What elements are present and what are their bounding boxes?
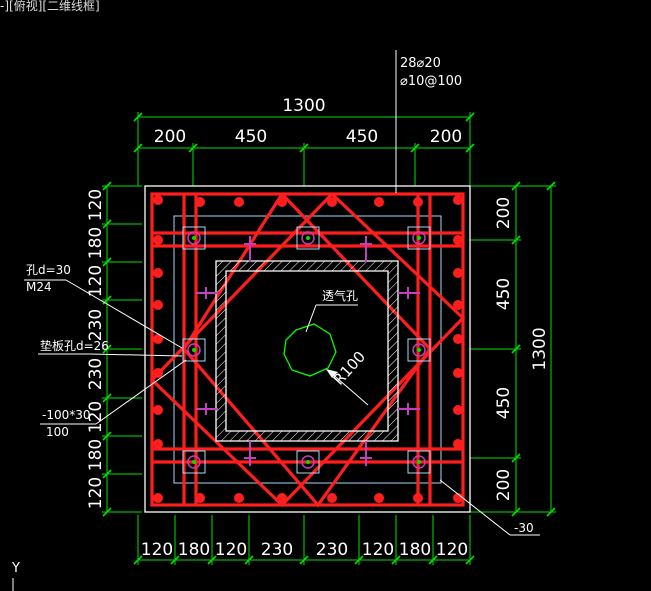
bottom-dim[interactable]: 120: [141, 540, 173, 560]
rebar-spec-texts: 28⌀20 ⌀10@100: [400, 56, 462, 89]
plate-thickness-label[interactable]: -30: [514, 521, 534, 535]
right-dim[interactable]: 200: [494, 469, 514, 501]
top-dim-4[interactable]: 200: [430, 127, 462, 147]
steel-box-section: [215, 260, 399, 442]
leader-lines: [24, 50, 540, 536]
right-dim[interactable]: 200: [494, 197, 514, 229]
radius-arrow-icon: [326, 369, 338, 378]
ucs-icon: Y: [11, 561, 20, 591]
right-dim[interactable]: 450: [494, 278, 514, 310]
right-overall-dim[interactable]: 1300: [530, 327, 550, 370]
main-rebar-text[interactable]: 28⌀20: [400, 56, 441, 71]
anchor-bolts: [182, 226, 431, 474]
anchor-plate-outline: [173, 215, 442, 484]
top-dim-3[interactable]: 450: [346, 127, 378, 147]
left-dim[interactable]: 180: [86, 439, 106, 471]
vent-hole-label[interactable]: 透气孔: [322, 288, 358, 303]
bottom-dim[interactable]: 180: [178, 540, 210, 560]
plate-length-label[interactable]: 100: [46, 425, 69, 439]
vent-hole-outline: [283, 323, 337, 377]
bottom-dim[interactable]: 120: [436, 540, 468, 560]
base-plate-outline: [144, 185, 471, 513]
left-dim[interactable]: 230: [86, 358, 106, 390]
left-dim[interactable]: 120: [86, 265, 106, 297]
hole-label[interactable]: 孔d=30: [26, 263, 71, 277]
right-dim[interactable]: 450: [494, 387, 514, 419]
viewport-label[interactable]: -][俯视][二维线框]: [0, 0, 100, 13]
dimension-ticks: [102, 112, 556, 565]
left-dim[interactable]: 120: [86, 477, 106, 509]
left-dims: 120 180 120 230 230 120 180 120: [86, 189, 106, 509]
rebar-bars: [153, 195, 463, 503]
top-overall-dim[interactable]: 1300: [282, 96, 325, 116]
bottom-dim[interactable]: 120: [362, 540, 394, 560]
bottom-dims: 120 180 120 230 230 120 180 120: [141, 540, 468, 560]
right-dims: 200 450 450 200 1300: [494, 197, 550, 501]
left-dim[interactable]: 230: [86, 309, 106, 341]
bottom-dim[interactable]: 120: [215, 540, 247, 560]
bottom-dim[interactable]: 230: [316, 540, 348, 560]
stiffeners: [196, 236, 420, 466]
bottom-dim[interactable]: 230: [261, 540, 293, 560]
left-dim[interactable]: 120: [86, 189, 106, 221]
bolt-label[interactable]: M24: [26, 280, 52, 294]
left-dim[interactable]: 120: [86, 401, 106, 433]
bottom-dim[interactable]: 180: [399, 540, 431, 560]
left-dim[interactable]: 180: [86, 227, 106, 259]
top-dim-1[interactable]: 200: [154, 127, 186, 147]
ucs-y-label: Y: [11, 561, 20, 576]
plate-section-label[interactable]: -100*30: [42, 408, 91, 422]
plate-hole-label[interactable]: 垫板孔d=26: [40, 338, 109, 353]
top-dim-2[interactable]: 450: [235, 127, 267, 147]
stirrup-text[interactable]: ⌀10@100: [400, 74, 462, 89]
